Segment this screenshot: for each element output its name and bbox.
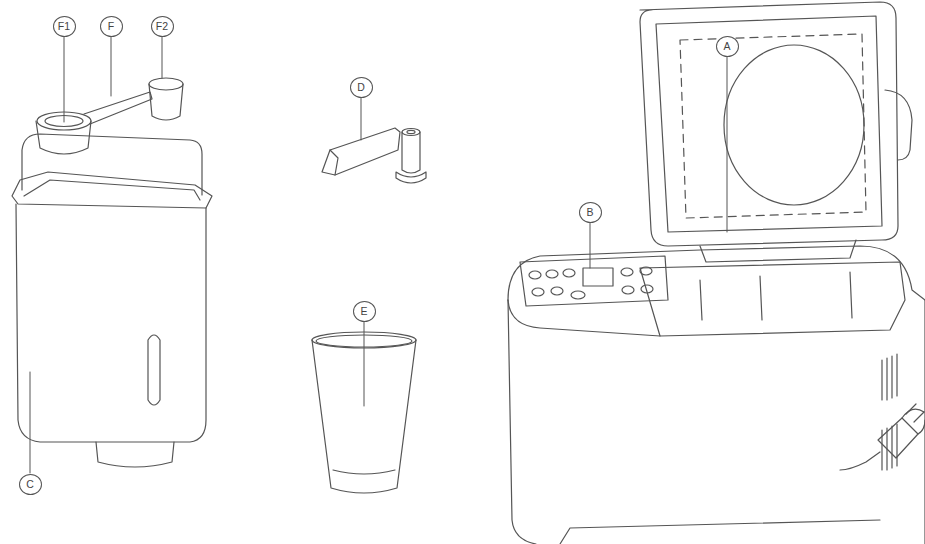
display-screen xyxy=(583,268,613,286)
spoon-handle xyxy=(84,92,152,124)
lid-gasket xyxy=(680,34,866,218)
baking-pan xyxy=(12,134,212,467)
machine-opening xyxy=(640,262,905,336)
leader-line xyxy=(590,223,591,268)
leader-line xyxy=(64,37,65,122)
panel-button xyxy=(622,286,634,294)
bread-machine xyxy=(508,2,925,544)
cord xyxy=(840,452,880,470)
pan-rim-inner xyxy=(24,180,200,200)
panel-button xyxy=(551,287,563,295)
pan-hub xyxy=(96,442,174,467)
leader-line xyxy=(30,372,31,473)
chamber-ribs xyxy=(700,272,852,320)
panel-button xyxy=(532,288,544,296)
lid-inner-frame xyxy=(656,16,882,232)
callout-letter: B xyxy=(579,202,602,223)
pan-body xyxy=(16,204,206,442)
cup-bottom-line xyxy=(333,470,395,474)
cup-body xyxy=(312,340,416,493)
pan-slot xyxy=(148,335,160,405)
leader-lines xyxy=(30,37,727,473)
callout-letter: E xyxy=(353,301,376,322)
machine-top xyxy=(508,246,925,300)
cup-rim-inner xyxy=(316,335,412,347)
leader-line xyxy=(361,98,362,140)
paddle-shaft-top xyxy=(402,129,420,136)
callout-letter: F1 xyxy=(53,16,76,37)
paddle-shaft-hole xyxy=(407,130,415,133)
pan-handle xyxy=(22,134,202,195)
control-panel xyxy=(520,256,668,306)
vent-slots xyxy=(882,354,897,470)
measuring-cup xyxy=(312,332,416,493)
panel-button xyxy=(563,269,575,277)
callout-letter: D xyxy=(350,77,373,98)
panel-button xyxy=(571,291,585,299)
plug-pins xyxy=(906,404,924,422)
cup-rim xyxy=(312,332,416,348)
leader-line xyxy=(111,37,112,96)
callout-letter: F xyxy=(100,16,123,37)
panel-buttons xyxy=(529,267,653,299)
plug-head xyxy=(902,409,925,434)
spoon-small-rim xyxy=(149,78,183,90)
leader-line xyxy=(727,57,728,232)
lid-hinge xyxy=(700,240,856,262)
paddle-base xyxy=(396,172,426,183)
panel-button xyxy=(546,270,558,278)
lid-hinge-side xyxy=(885,90,912,160)
paddle-blade xyxy=(322,128,400,175)
machine-lid xyxy=(640,2,898,246)
callout-letter: C xyxy=(19,474,42,495)
panel-button xyxy=(641,285,653,293)
panel-button xyxy=(640,267,652,275)
callout-letter: A xyxy=(716,36,739,57)
power-cord xyxy=(840,404,925,470)
spoon-large-rim xyxy=(37,112,91,130)
paddle-blade-edge xyxy=(330,150,338,175)
panel-button xyxy=(529,271,541,279)
machine-base-line xyxy=(560,520,880,544)
kneading-paddle xyxy=(322,128,426,183)
plug-body xyxy=(878,418,918,458)
pan-rim xyxy=(12,172,212,208)
spoon-large-inner xyxy=(45,116,83,127)
measuring-spoon xyxy=(36,78,183,154)
lid-window xyxy=(724,45,864,205)
panel-button xyxy=(621,268,633,276)
leader-line xyxy=(162,37,163,78)
paddle-shaft xyxy=(402,132,420,173)
machine-body xyxy=(508,300,925,544)
callout-letter: F2 xyxy=(151,16,174,37)
